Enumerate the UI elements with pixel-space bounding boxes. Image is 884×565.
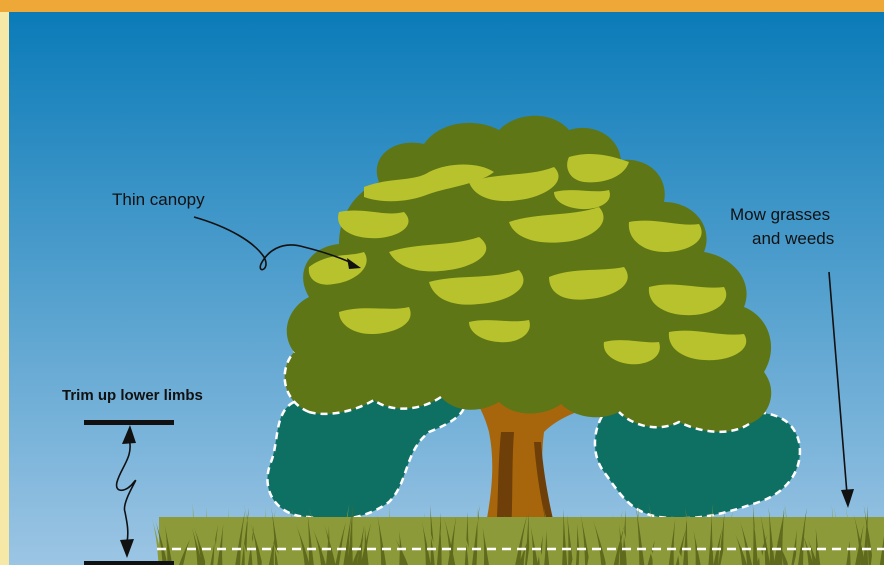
label-mow-grasses-line1: Mow grasses xyxy=(730,205,830,225)
label-trim-lower-limbs: Trim up lower limbs xyxy=(62,386,203,406)
top-frame-bar xyxy=(0,0,884,12)
tree-scene xyxy=(9,12,884,565)
label-mow-grasses-line2: and weeds xyxy=(752,229,834,249)
label-thin-canopy: Thin canopy xyxy=(112,190,205,210)
left-frame-bar xyxy=(0,12,9,565)
